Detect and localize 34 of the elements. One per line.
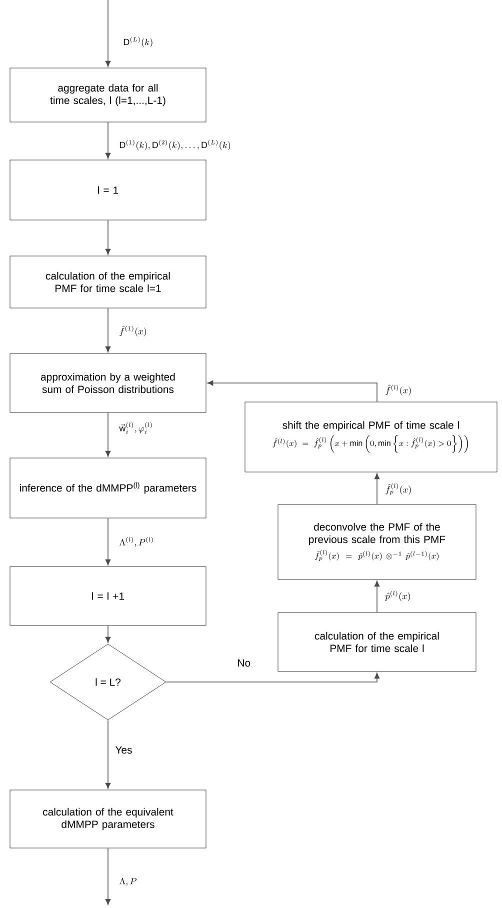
process-box: approximation by a weighted sum of Poisson distributions <box>10 353 206 413</box>
arrow <box>105 412 111 457</box>
arrow <box>374 473 380 505</box>
edge-label: $\Lambda^{(l)},P^{(l)}$ <box>118 536 156 548</box>
process-box: aggregate data for all time scales, l (l=1,...,L-1) <box>10 68 206 122</box>
arrow <box>105 0 111 67</box>
process-box: shift the empirical PMF of time scale l $\hat{f}^{(l)}(x)=\hat{f}_p^{(l)}\left(x+\min\left(0,\min\left\{x:\hat{f}_p^{(l)}(x)>0\right\}\right)\right)$ <box>244 402 498 472</box>
process-box: calculation of the empirical PMF for time scale l=1 <box>10 256 206 308</box>
edge-label: $\hat{p}^{(l)}(x)$ <box>384 590 412 602</box>
edge-label: $\vec{\mathrm{w}}_i^{(l)},\varphi_i^{(l)}$ <box>118 421 154 435</box>
edge-label: $\hat{f}^{(l)}(x)$ <box>384 384 413 396</box>
arrow <box>105 308 111 352</box>
arrow <box>374 580 380 613</box>
arrow <box>166 672 380 682</box>
edge-label: $\mathrm{D}^{(L)}(k)$ <box>122 36 154 48</box>
edge-label: $\mathrm{D}^{(1)}(k),\mathrm{D}^{(2)}(k),\ldots,\mathrm{D}^{(L)}(k)$ <box>118 138 232 152</box>
edge-label: Yes <box>114 745 134 755</box>
arrow <box>105 625 111 643</box>
edge-label: No <box>236 658 252 668</box>
process-box: l = 1 <box>10 160 206 220</box>
arrow <box>105 848 111 905</box>
arrow <box>105 518 111 566</box>
process-box: calculation of the empirical PMF for time scale l <box>278 612 476 672</box>
edge-label: $\hat{f}_p^{(l)}(x)$ <box>384 482 413 496</box>
arrow <box>105 220 111 255</box>
arrow <box>105 122 111 159</box>
process-box: calculation of the equivalent dMMPP parameters <box>10 790 206 848</box>
process-box: inference of the dMMPP$^{(l)}$ parameters <box>10 458 206 518</box>
process-box: deconvolve the PMF of the previous scale from this PMF $\hat{f}_p^{(l)}(x)=\hat{p}^{(l)}(x)\otimes^{-1}\hat{p}^{(l-1)}(x)$ <box>278 504 476 580</box>
edge-label: $\hat{f}^{(1)}(x)$ <box>118 324 148 338</box>
arrow <box>105 720 111 789</box>
edge-label: $\Lambda,P$ <box>118 877 138 887</box>
arrow <box>207 380 378 402</box>
process-box: l = l +1 <box>10 566 206 626</box>
